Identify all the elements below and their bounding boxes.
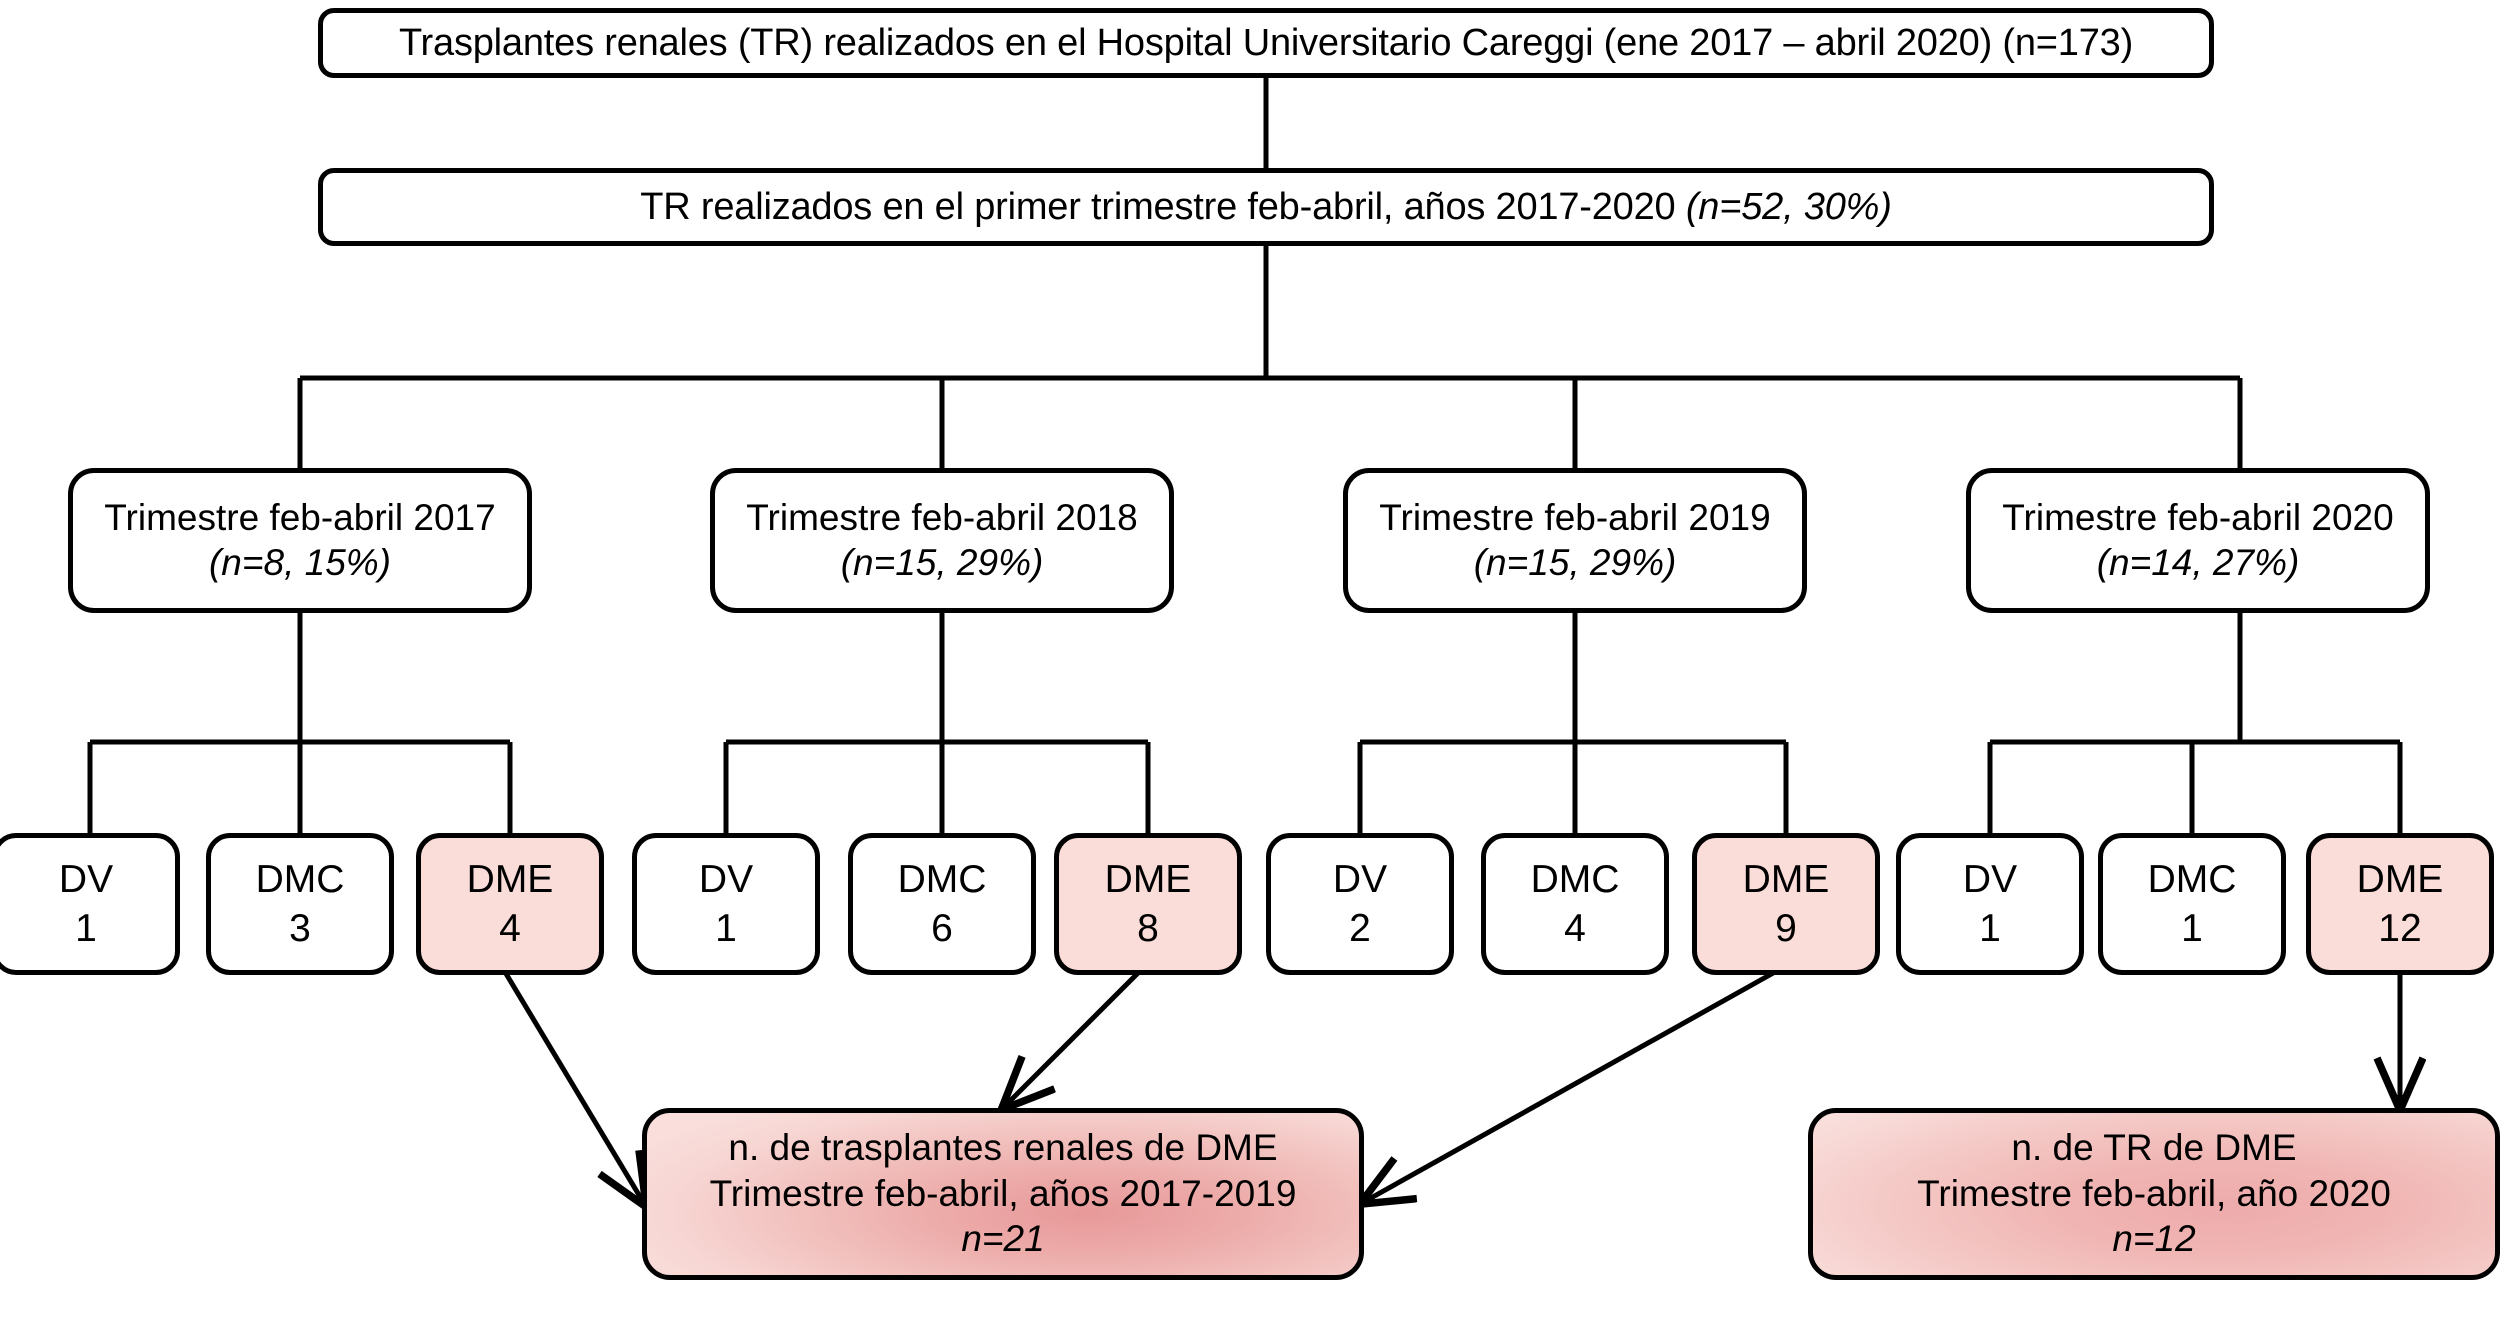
summary-2017-2019-line2: Trimestre feb-abril, años 2017-2019: [709, 1172, 1297, 1214]
node-summary-2017-2019: n. de trasplantes renales de DME Trimest…: [642, 1108, 1364, 1280]
node-summary-2020: n. de TR de DME Trimestre feb-abril, año…: [1808, 1108, 2500, 1280]
year-2018-label: Trimestre feb-abril 2018: [746, 496, 1138, 538]
summary-2020-count: n=12: [2112, 1218, 2196, 1260]
node-donor-2019-dmc: DMC 4: [1481, 833, 1669, 975]
first-quarter-main: TR realizados en el primer trimestre feb…: [640, 185, 1686, 228]
summary-2017-2019-count: n=21: [961, 1218, 1045, 1260]
node-year-2020: Trimestre feb-abril 2020 (n=14, 27%): [1966, 468, 2430, 613]
donor-2019-dmc-type: DMC: [1530, 857, 1620, 901]
node-donor-2018-dmc: DMC 6: [848, 833, 1036, 975]
node-donor-2018-dv: DV 1: [632, 833, 820, 975]
donor-2020-dmc-count: 1: [2181, 907, 2203, 950]
donor-2020-dme-type: DME: [2356, 857, 2444, 901]
node-donor-2020-dmc: DMC 1: [2098, 833, 2286, 975]
donor-2017-dmc-type: DMC: [255, 857, 345, 901]
donor-2017-dme-count: 4: [499, 907, 521, 950]
node-year-2018: Trimestre feb-abril 2018 (n=15, 29%): [710, 468, 1174, 613]
donor-2017-dv-count: 1: [75, 907, 97, 950]
year-2020-label: Trimestre feb-abril 2020: [2002, 496, 2394, 538]
donor-2019-dmc-count: 4: [1564, 907, 1586, 950]
donor-2017-dv-type: DV: [58, 857, 114, 901]
donor-2018-dme-type: DME: [1104, 857, 1192, 901]
donor-2018-dv-type: DV: [698, 857, 754, 901]
donor-2017-dme-type: DME: [466, 857, 554, 901]
arrow-dme2019-to-summary: [1362, 969, 1777, 1203]
year-2020-stat: (n=14, 27%): [2096, 541, 2300, 583]
donor-2019-dv-count: 2: [1349, 907, 1371, 950]
root-title-text: Trasplantes renales (TR) realizados en e…: [398, 21, 2134, 64]
node-donor-2018-dme: DME 8: [1054, 833, 1242, 975]
node-first-quarter: TR realizados en el primer trimestre feb…: [318, 168, 2214, 246]
arrow-dme2017-to-summary: [502, 970, 645, 1205]
arrow-dme2018-to-summary: [1003, 970, 1141, 1108]
node-root-total: Trasplantes renales (TR) realizados en e…: [318, 8, 2214, 78]
donor-2019-dv-type: DV: [1332, 857, 1388, 901]
node-donor-2020-dme: DME 12: [2306, 833, 2494, 975]
donor-2017-dmc-count: 3: [289, 907, 311, 950]
donor-2020-dmc-type: DMC: [2147, 857, 2237, 901]
donor-2018-dme-count: 8: [1137, 907, 1159, 950]
donor-2018-dmc-count: 6: [931, 907, 953, 950]
node-donor-2017-dmc: DMC 3: [206, 833, 394, 975]
node-year-2017: Trimestre feb-abril 2017 (n=8, 15%): [68, 468, 532, 613]
first-quarter-text: TR realizados en el primer trimestre feb…: [640, 185, 1892, 229]
node-donor-2017-dv: DV 1: [0, 833, 180, 975]
year-2018-stat: (n=15, 29%): [840, 541, 1044, 583]
node-donor-2019-dme: DME 9: [1692, 833, 1880, 975]
year-2017-label: Trimestre feb-abril 2017: [104, 496, 496, 538]
node-donor-2017-dme: DME 4: [416, 833, 604, 975]
node-donor-2020-dv: DV 1: [1896, 833, 2084, 975]
year-2019-stat: (n=15, 29%): [1473, 541, 1677, 583]
donor-2020-dv-type: DV: [1962, 857, 2018, 901]
donor-2018-dv-count: 1: [715, 907, 737, 950]
summary-2020-line1: n. de TR de DME: [2011, 1126, 2297, 1168]
node-year-2019: Trimestre feb-abril 2019 (n=15, 29%): [1343, 468, 1807, 613]
summary-2017-2019-line1: n. de trasplantes renales de DME: [728, 1126, 1278, 1168]
year-2019-label: Trimestre feb-abril 2019: [1379, 496, 1771, 538]
node-donor-2019-dv: DV 2: [1266, 833, 1454, 975]
donor-2020-dme-count: 12: [2378, 907, 2422, 950]
donor-2020-dv-count: 1: [1979, 907, 2001, 950]
donor-2019-dme-count: 9: [1775, 907, 1797, 950]
year-2017-stat: (n=8, 15%): [208, 541, 392, 583]
donor-2019-dme-type: DME: [1742, 857, 1830, 901]
donor-2018-dmc-type: DMC: [897, 857, 987, 901]
summary-2020-line2: Trimestre feb-abril, año 2020: [1917, 1172, 2391, 1214]
first-quarter-stat: (n=52, 30%): [1685, 185, 1892, 228]
